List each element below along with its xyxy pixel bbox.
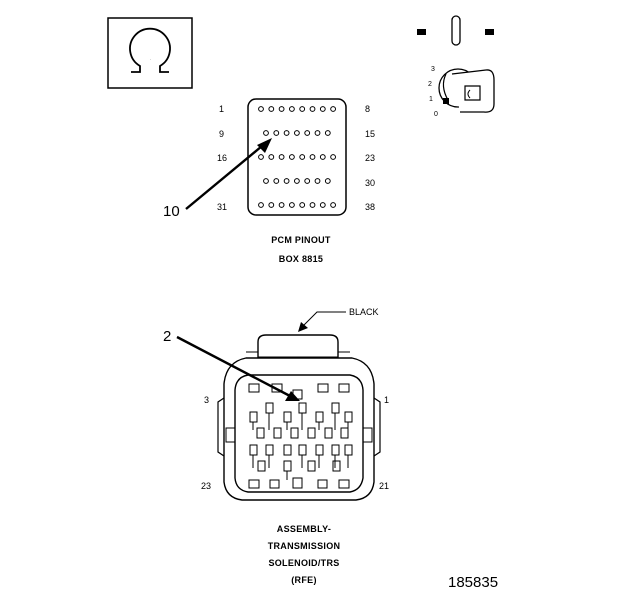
pcm-pin — [314, 130, 321, 136]
connector-callout-arrow — [176, 335, 291, 398]
pcm-pin — [314, 178, 321, 184]
pcm-callout-arrow — [185, 145, 263, 210]
pcm-pinout: 1 8 9 15 16 23 30 31 38 PCM PINOUT BOX 8… — [163, 98, 375, 264]
pcm-caption-line2: BOX 8815 — [279, 254, 323, 264]
pcm-pin — [299, 106, 306, 112]
pcm-pin — [258, 154, 264, 160]
pcm-pin — [268, 202, 275, 208]
pcm-callout-arrowhead — [257, 138, 272, 153]
figure-number: 185835 — [448, 574, 498, 591]
connector-caption-line1: ASSEMBLY- — [277, 524, 331, 534]
pcm-pin-grid — [258, 106, 337, 208]
pcm-pin — [278, 154, 285, 160]
key-position-3: 3 — [431, 66, 435, 73]
pcm-pin — [278, 202, 285, 208]
pcm-caption-line1: PCM PINOUT — [271, 235, 331, 245]
pcm-pin-label-38: 38 — [365, 202, 375, 212]
connector-pin-label-21: 21 — [379, 481, 389, 491]
pcm-pin — [289, 154, 295, 160]
pcm-pin — [324, 130, 331, 136]
key-position-0: 0 — [434, 111, 438, 118]
pcm-pin — [324, 178, 331, 184]
connector-caption-line2: TRANSMISSION — [268, 541, 341, 551]
pcm-pin — [330, 106, 337, 112]
connector-caption-line4: (RFE) — [291, 575, 317, 585]
connector-color-label: BLACK — [349, 307, 379, 317]
color-label-leader — [302, 311, 346, 327]
pcm-pin — [289, 106, 295, 112]
pcm-pin — [283, 178, 290, 184]
pcm-pin — [309, 154, 316, 160]
pcm-pin — [258, 202, 264, 208]
pcm-pin-label-9: 9 — [219, 129, 224, 139]
pcm-pin — [330, 154, 337, 160]
transmission-connector: BLACK — [163, 307, 389, 585]
pcm-pin — [268, 106, 275, 112]
color-label-arrowhead — [298, 322, 308, 332]
pcm-pin — [283, 130, 290, 136]
pcm-pin-label-23: 23 — [365, 153, 375, 163]
key-position-1: 1 — [429, 96, 433, 103]
pcm-pin — [294, 178, 300, 184]
pcm-pin — [319, 202, 326, 208]
connector-caption-line3: SOLENOID/TRS — [268, 558, 339, 568]
pcm-pin — [309, 106, 316, 112]
pcm-pin — [294, 130, 300, 136]
pcm-pin — [299, 202, 306, 208]
pcm-pin-label-31: 31 — [217, 202, 227, 212]
pcm-pin — [258, 106, 264, 112]
pcm-pin-label-16: 16 — [217, 153, 227, 163]
ignition-key-icon: 3 2 1 0 — [417, 15, 495, 118]
pcm-pin — [263, 178, 269, 184]
pcm-pin — [319, 154, 326, 160]
pcm-pin — [263, 130, 269, 136]
pcm-pin-label-8: 8 — [365, 104, 370, 114]
connector-pin-label-3: 3 — [204, 395, 209, 405]
pcm-pin — [299, 154, 306, 160]
connector-pin-label-23: 23 — [201, 481, 211, 491]
pcm-pin — [309, 202, 316, 208]
pcm-pin — [304, 178, 311, 184]
connector-pin-label-1: 1 — [384, 395, 389, 405]
pcm-pin — [304, 130, 311, 136]
connector-callout-arrowhead — [285, 391, 300, 401]
pcm-pin — [330, 202, 337, 208]
pcm-pin — [273, 178, 280, 184]
ohm-symbol: Ω — [150, 59, 151, 61]
connector-callout-number: 2 — [163, 328, 171, 345]
pcm-pin — [319, 106, 326, 112]
pcm-pin — [278, 106, 285, 112]
pcm-pin — [289, 202, 295, 208]
pcm-pin — [268, 154, 275, 160]
ohmmeter-icon: Ω — [107, 17, 193, 89]
key-position-2: 2 — [428, 81, 432, 88]
pcm-pin — [273, 130, 280, 136]
pcm-pin-label-30: 30 — [365, 178, 375, 188]
pcm-pin-label-15: 15 — [365, 129, 375, 139]
pcm-callout-number: 10 — [163, 203, 180, 220]
pcm-pin-label-1: 1 — [219, 104, 224, 114]
